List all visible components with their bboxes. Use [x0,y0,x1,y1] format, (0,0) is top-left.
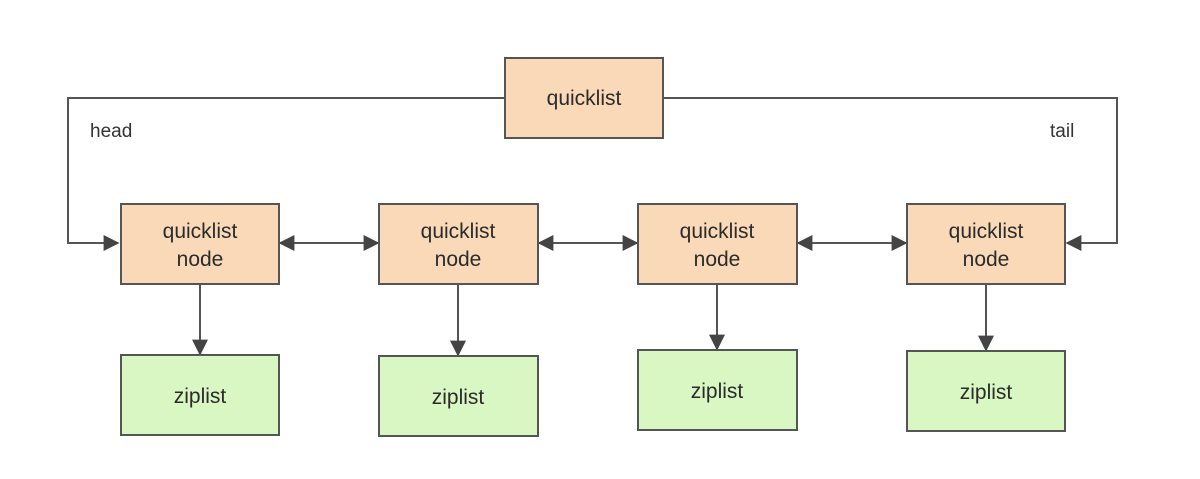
quicklist-root-label: quicklist [547,87,622,110]
head-pointer-arrow [67,97,505,251]
ziplist-box [906,350,1066,432]
quicklist-node-3: quicklist node ziplist [637,203,798,431]
ziplist-label: ziplist [691,380,744,403]
ziplist-label: ziplist [432,386,485,409]
quicklist-root: quicklist [504,57,664,139]
ziplist-label: ziplist [174,385,227,408]
quicklist-node-box [378,203,539,285]
quicklist-node-1: quicklist node ziplist [120,203,280,436]
ziplist-label: ziplist [960,381,1013,404]
ziplist-box [637,349,798,431]
quicklist-node-label-line1: quicklist [680,220,755,243]
quicklist-node-label-line1: quicklist [421,220,496,243]
quicklist-node-4: quicklist node ziplist [906,203,1066,432]
ziplist-box [378,355,539,437]
head-label: head [90,121,132,142]
quicklist-node-label-line2: node [435,248,482,271]
quicklist-node-label-line2: node [177,248,224,271]
quicklist-node-box [120,203,280,285]
ziplist-box [120,354,280,436]
quicklist-node-label-line2: node [963,248,1010,271]
quicklist-node-2: quicklist node ziplist [378,203,539,437]
quicklist-node-box [637,203,798,285]
quicklist-node-label-line1: quicklist [949,220,1024,243]
quicklist-root-box [504,57,664,139]
quicklist-node-label-line1: quicklist [163,220,238,243]
tail-pointer-arrow [663,97,1118,251]
tail-label: tail [1050,121,1074,142]
quicklist-node-box [906,203,1066,285]
quicklist-node-label-line2: node [694,248,741,271]
